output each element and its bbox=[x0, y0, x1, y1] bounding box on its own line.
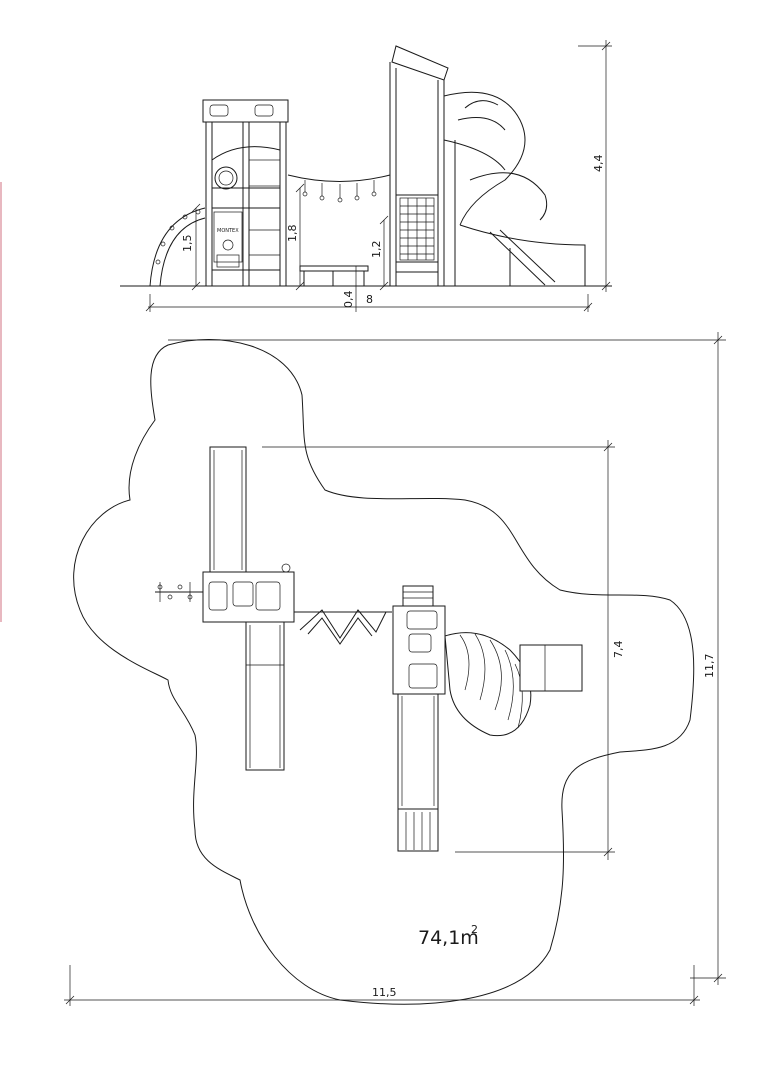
stairs bbox=[397, 693, 439, 852]
dim-mid-height-label: 1,8 bbox=[286, 225, 299, 243]
svg-text:MONTEX: MONTEX bbox=[217, 228, 239, 234]
dim-length-label: 8 bbox=[366, 293, 373, 306]
dim-plan-width-label: 11,5 bbox=[372, 986, 397, 999]
dim-plan-height-label: 11,7 bbox=[703, 654, 716, 679]
dim-total-height: 4,4 bbox=[578, 40, 612, 292]
elevation-view: MONTEX bbox=[120, 40, 612, 312]
straight-slide bbox=[209, 446, 285, 771]
right-platform bbox=[392, 585, 446, 695]
climbing-arch bbox=[149, 207, 206, 287]
dim-length: 8 bbox=[145, 293, 593, 312]
right-tower bbox=[389, 45, 449, 286]
area-label: 74,1m bbox=[418, 927, 479, 949]
page-edge-marker bbox=[0, 182, 2, 622]
dim-left-height-label: 1,5 bbox=[181, 235, 194, 253]
left-tower: MONTEX bbox=[202, 99, 289, 286]
tube-slide bbox=[443, 91, 586, 286]
plan-view: 7,4 11,7 11,5 74,1m 2 bbox=[64, 332, 726, 1006]
dim-right-height-label: 1,2 bbox=[370, 241, 383, 259]
area-label-superscript: 2 bbox=[471, 923, 478, 936]
bench bbox=[299, 265, 369, 286]
net-bridge bbox=[287, 174, 391, 203]
safety-zone-outline bbox=[73, 339, 695, 1005]
dim-right-height: 1,2 bbox=[370, 215, 389, 291]
tube-slide-plan bbox=[444, 632, 583, 737]
dim-plan-height: 11,7 bbox=[168, 332, 726, 985]
dim-inner-depth-label: 7,4 bbox=[612, 641, 625, 659]
zigzag-bridge bbox=[294, 609, 392, 645]
dim-left-height: 1,5 bbox=[181, 203, 201, 291]
dim-inner-depth: 7,4 bbox=[262, 440, 625, 860]
left-platform bbox=[155, 563, 295, 623]
dim-bench-height: 0,4 bbox=[342, 266, 357, 312]
dim-plan-width: 11,5 bbox=[64, 965, 700, 1006]
dim-mid-height: 1,8 bbox=[286, 183, 305, 291]
dim-bench-height-label: 0,4 bbox=[342, 291, 355, 309]
dim-total-height-label: 4,4 bbox=[592, 155, 605, 173]
